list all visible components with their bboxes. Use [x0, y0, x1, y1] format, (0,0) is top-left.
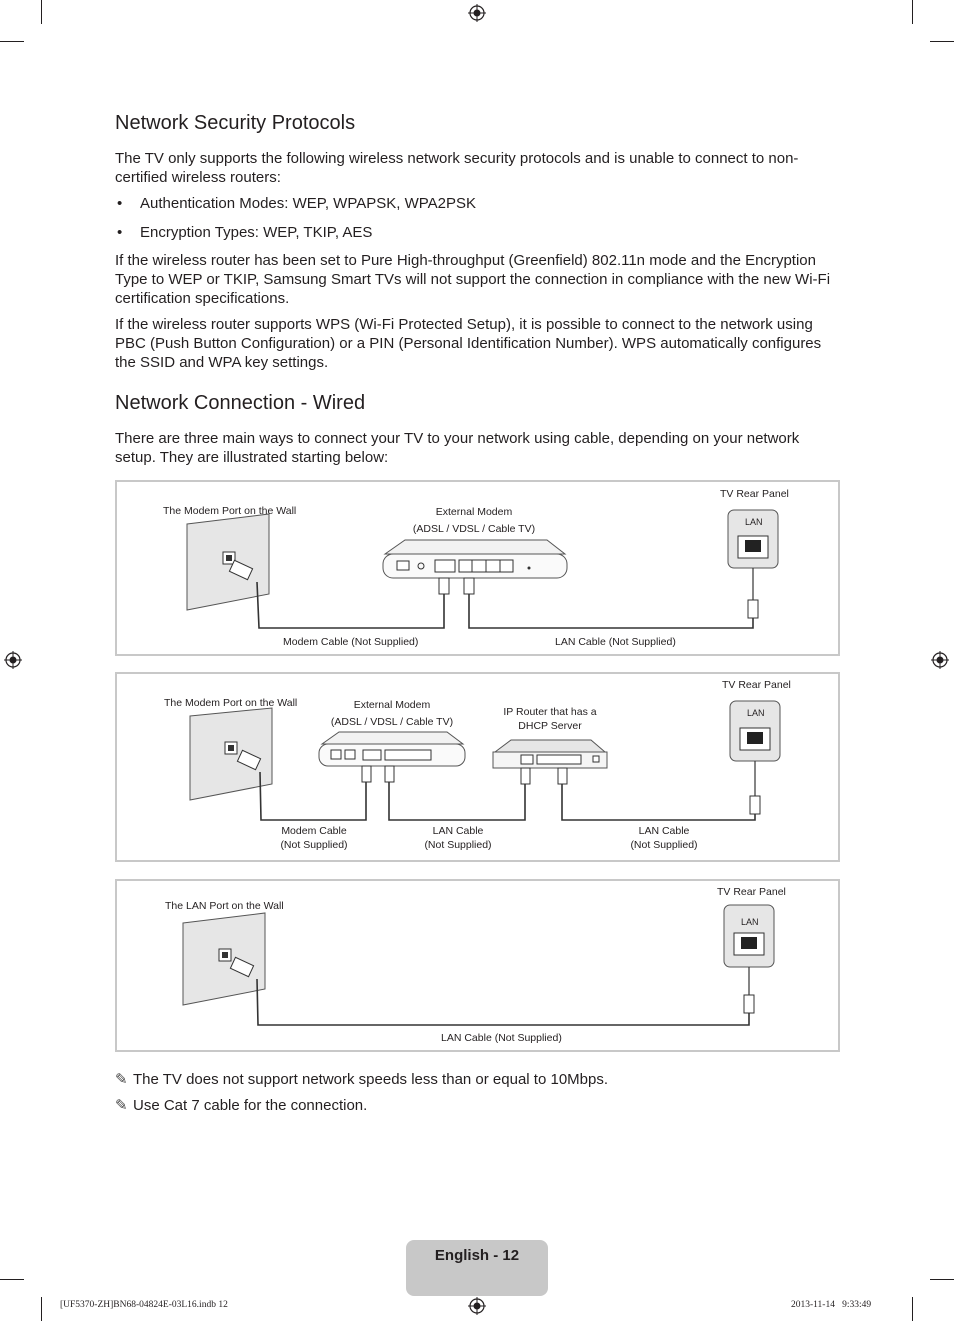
registration-mark-icon	[468, 4, 486, 22]
label-lan-cable: LAN Cable (Not Supplied)	[630, 825, 698, 851]
wired-intro: There are three main ways to connect you…	[115, 430, 800, 466]
label-lan-cable: LAN Cable (Not Supplied)	[424, 825, 492, 851]
crop-mark	[912, 0, 913, 24]
label-tv-rear-panel: TV Rear Panel	[722, 679, 791, 691]
bullet-icon: •	[117, 224, 123, 241]
label-modem-cable: Modem Cable (Not Supplied)	[280, 825, 348, 851]
label-modem: External Modem (ADSL / VDSL / Cable TV)	[412, 506, 536, 535]
crop-mark	[0, 1279, 24, 1280]
label-lan-port: LAN	[747, 708, 765, 718]
print-timestamp: 2013-11-14 9:33:49	[791, 1300, 872, 1310]
crop-mark	[912, 1297, 913, 1321]
label-wall-port: The Modem Port on the Wall	[163, 505, 297, 517]
note-speed: ✎The TV does not support network speeds …	[115, 1071, 609, 1088]
label-lan-port: LAN	[745, 517, 763, 527]
diagram-modem-direct-illustration	[186, 509, 779, 629]
diagram-lan-wall: The LAN Port on the Wall TV Rear Panel L…	[115, 879, 840, 1052]
section-title-wired: Network Connection - Wired	[115, 392, 366, 414]
label-tv-rear-panel: TV Rear Panel	[717, 886, 786, 898]
crop-mark	[930, 41, 954, 42]
diagram-modem-direct: The Modem Port on the Wall External Mode…	[115, 480, 840, 656]
label-lan-port: LAN	[741, 917, 759, 927]
crop-mark	[930, 1279, 954, 1280]
label-modem: External Modem (ADSL / VDSL / Cable TV)	[330, 699, 454, 728]
crop-mark	[41, 1297, 42, 1321]
pencil-note-icon: ✎	[115, 1097, 128, 1114]
security-paragraph-wps: If the wireless router supports WPS (Wi-…	[115, 316, 822, 371]
pencil-note-icon: ✎	[115, 1071, 128, 1088]
page-number: English - 12	[434, 1247, 520, 1264]
registration-mark-icon	[4, 651, 22, 669]
label-lan-cable: LAN Cable (Not Supplied)	[555, 636, 676, 648]
file-info: [UF5370-ZH]BN68-04824E-03L16.indb 12	[60, 1300, 228, 1310]
label-lan-cable: LAN Cable (Not Supplied)	[441, 1032, 562, 1044]
label-wall-port: The Modem Port on the Wall	[164, 697, 298, 709]
label-wall-port: The LAN Port on the Wall	[165, 900, 284, 912]
security-intro: The TV only supports the following wirel…	[115, 150, 799, 186]
label-tv-rear-panel: TV Rear Panel	[720, 488, 789, 500]
note-cable: ✎Use Cat 7 cable for the connection.	[115, 1097, 368, 1114]
bullet-icon: •	[117, 195, 123, 212]
security-paragraph-greenfield: If the wireless router has been set to P…	[115, 252, 831, 307]
diagram-modem-router: The Modem Port on the Wall External Mode…	[115, 672, 840, 862]
crop-mark	[0, 41, 24, 42]
page-number-tab: English - 12	[406, 1240, 548, 1296]
section-title-security: Network Security Protocols	[115, 112, 356, 134]
registration-mark-icon	[468, 1297, 486, 1315]
registration-mark-icon	[931, 651, 949, 669]
diagram-lan-wall-illustration	[182, 904, 775, 1026]
label-modem-cable: Modem Cable (Not Supplied)	[283, 636, 419, 648]
diagram-modem-router-illustration	[189, 700, 781, 821]
crop-mark	[41, 0, 42, 24]
label-router: IP Router that has a DHCP Server	[503, 706, 597, 732]
